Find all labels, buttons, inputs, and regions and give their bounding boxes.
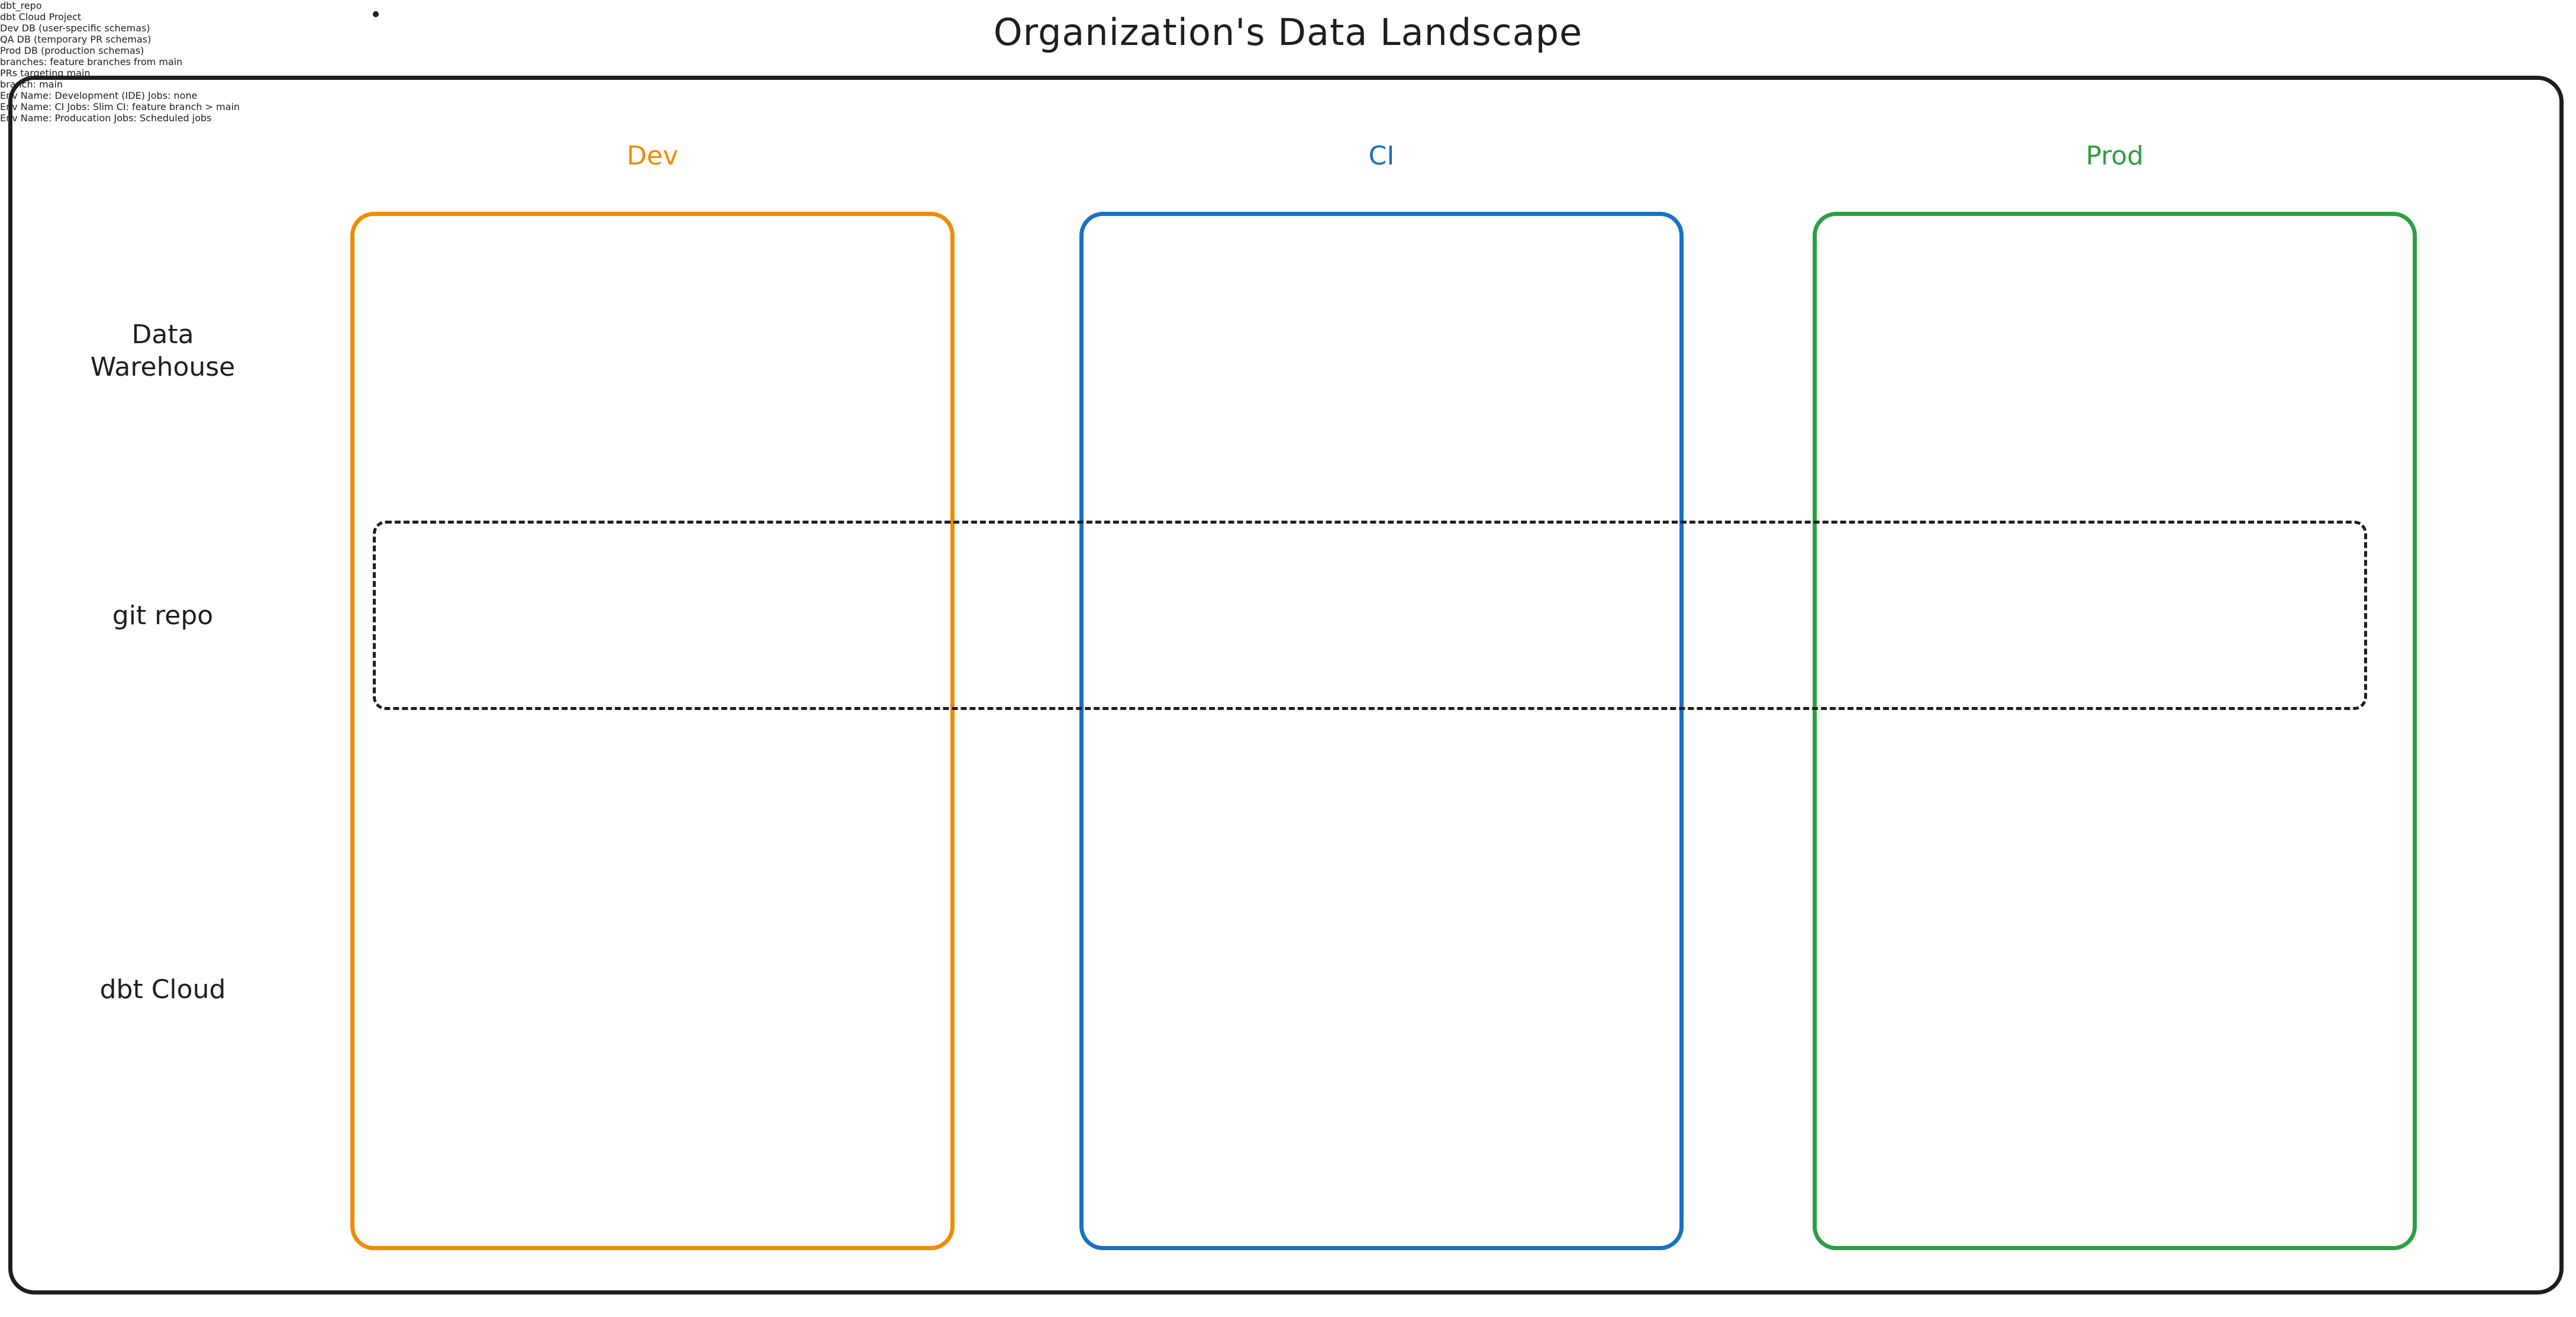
git-cell-dev: branches: feature branches from main (0, 56, 2576, 67)
group-container-dbt-cloud-project (373, 11, 379, 17)
git-cell-dev-line2: feature branches from main (50, 56, 183, 67)
git-cell-dev-line1: branches: (0, 56, 47, 67)
node-dbt-cloud-ci-jobs-label: Jobs: (67, 101, 90, 112)
diagram-outer-frame (8, 76, 2564, 1295)
node-dbt-cloud-prod-env-label: Env Name: (0, 112, 52, 124)
node-dbt-cloud-ci-env-label: Env Name: (0, 101, 52, 112)
row-label-git-repo: git repo (112, 601, 214, 631)
group-label-dbt-cloud-project: dbt Cloud Project (0, 11, 82, 22)
node-prod-db-line2: (production schemas) (41, 45, 144, 56)
node-qa-db-line1: QA DB (0, 34, 31, 45)
node-dbt-cloud-ci-jobs-value: Slim CI: feature branch > main (92, 101, 240, 112)
node-dev-db-line1: Dev DB (0, 22, 36, 34)
node-dev-db-line2: (user-specific schemas) (38, 22, 150, 34)
row-label-data-warehouse: Data Warehouse (90, 319, 236, 382)
node-dbt-cloud-dev-jobs-value: none (173, 90, 198, 101)
row-label-dbt-cloud: dbt Cloud (99, 974, 226, 1005)
group-container-dbt-repo (373, 521, 2367, 710)
env-column-prod (1813, 212, 2417, 1250)
node-prod-db-line1: Prod DB (0, 45, 38, 56)
node-dbt-cloud-prod-env-value: Producation (54, 112, 111, 124)
node-dbt-cloud-ci-env-value: CI (54, 101, 65, 112)
node-prod-db[interactable]: Prod DB (production schemas) (0, 45, 2576, 56)
page-title: Organization's Data Landscape (993, 11, 1583, 54)
group-label-dbt-repo: dbt_repo (0, 0, 42, 11)
node-qa-db-line2: (temporary PR schemas) (34, 34, 151, 45)
node-dbt-cloud-prod[interactable]: Env Name: Producation Jobs: Scheduled jo… (0, 112, 2576, 124)
env-title-ci: CI (1368, 141, 1395, 171)
node-dbt-cloud-dev-env-value: Development (IDE) (54, 90, 145, 101)
env-title-prod: Prod (2085, 141, 2144, 171)
env-column-ci (1079, 212, 1684, 1250)
node-dev-db[interactable]: Dev DB (user-specific schemas) (0, 22, 2576, 34)
node-dbt-cloud-ci[interactable]: Env Name: CI Jobs: Slim CI: feature bran… (0, 101, 2576, 112)
env-title-dev: Dev (627, 141, 678, 171)
node-dbt-cloud-dev-jobs-label: Jobs: (148, 90, 171, 101)
node-dbt-cloud-prod-jobs-value: Scheduled jobs (140, 112, 212, 124)
node-qa-db[interactable]: QA DB (temporary PR schemas) (0, 34, 2576, 45)
env-column-dev (350, 212, 955, 1250)
node-dbt-cloud-prod-jobs-label: Jobs: (114, 112, 137, 124)
